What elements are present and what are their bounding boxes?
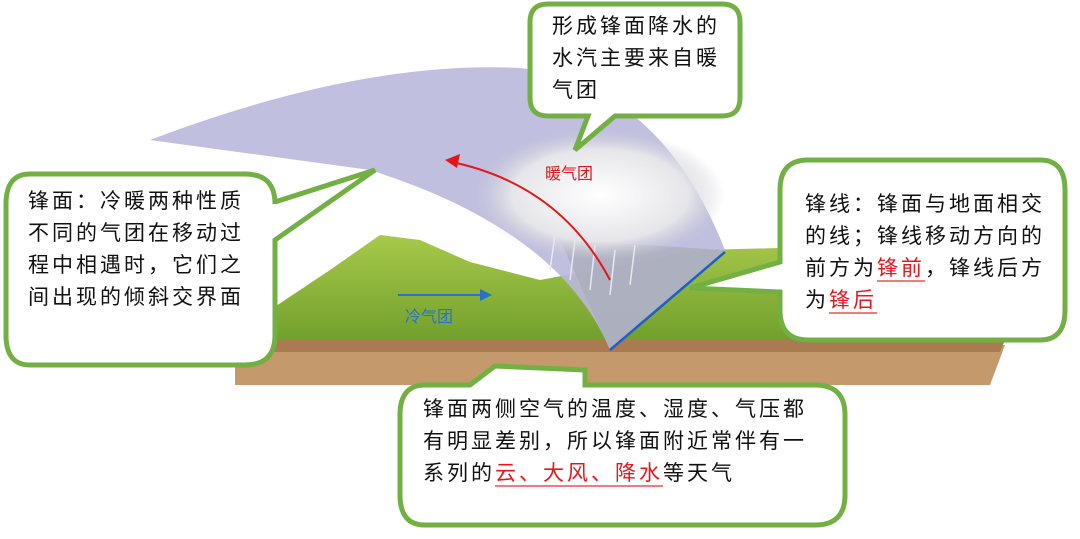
soil-top [235,340,1005,352]
warm-air-mass-label: 暖气团 [545,164,594,183]
highlight-fenghou: 锋后 [829,288,877,312]
warm-arrow-head [445,154,460,168]
callout-left-shape [3,167,377,368]
highlight-fengqian: 锋前 [877,256,925,280]
front-surface-lower [560,240,725,350]
cloud [475,130,725,260]
callout-bottom-text: 锋面两侧空气的温度、湿度、气压都有明显差别，所以锋面附近常伴有一系列的云、大风、… [423,393,823,489]
callout-left-text: 锋面：冷暖两种性质不同的气团在移动过程中相遇时，它们之间出现的倾斜交界面 [28,189,244,309]
callout-top-text: 形成锋面降水的水汽主要来自暖气团 [552,14,720,102]
warm-air-arrow [451,161,611,281]
front-line [609,251,726,351]
soil-slab [235,345,1005,385]
callout-shapes [3,1,1068,528]
bottom-text-1: 锋面两侧空气的温度、湿度、气压都有明显差别，所以锋面附近常伴有一系列的 [423,397,807,485]
bottom-text-2: 等天气 [663,461,735,485]
callout-right-shape [689,157,1068,343]
callout-top-shape [527,1,743,152]
highlight-weather: 云、大风、降水 [495,461,663,485]
callout-right-text: 锋线：锋面与地面相交的线；锋线移动方向的前方为锋前，锋线后方为锋后 [805,188,1055,316]
callout-bottom-shape [397,363,848,528]
cold-air-mass-label: 冷气团 [405,307,454,326]
cold-arrow-head [480,289,492,301]
right-text-2: ，锋线后方为 [805,256,1045,312]
right-text-1: 锋线：锋面与地面相交的线；锋线移动方向的前方为 [805,192,1045,280]
